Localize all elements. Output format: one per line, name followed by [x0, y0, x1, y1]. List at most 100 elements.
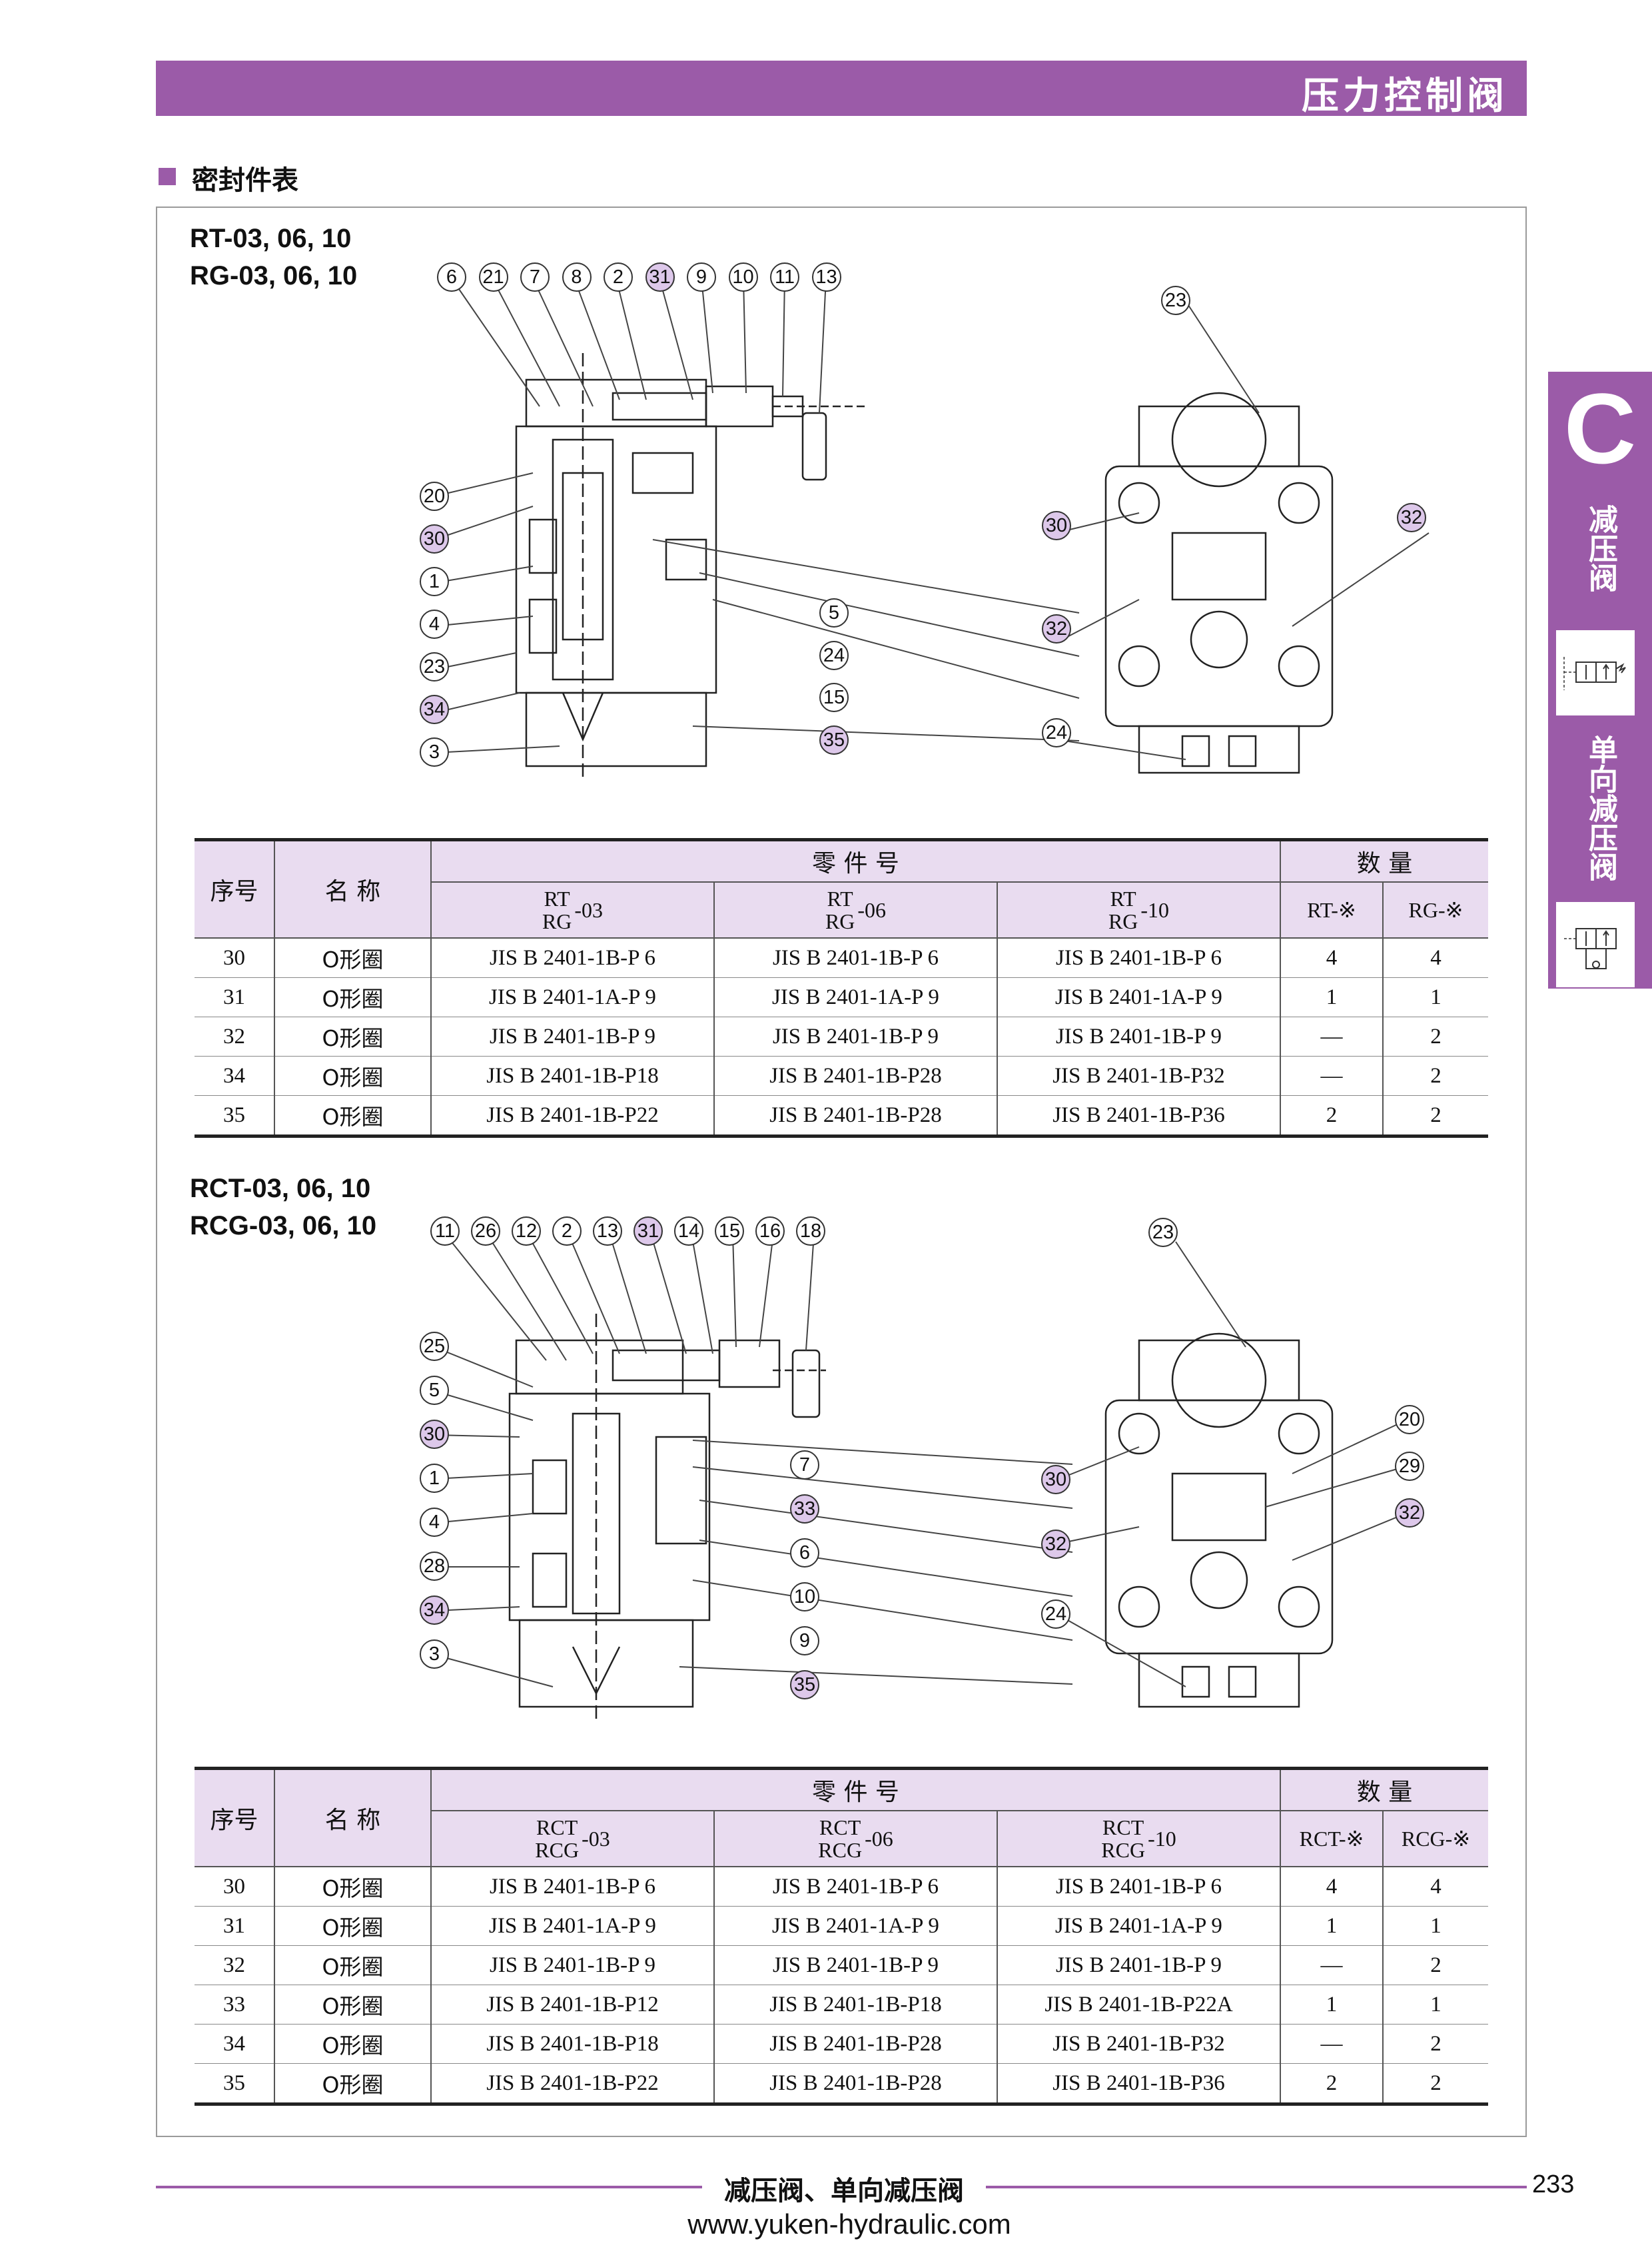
cell-p1: JIS B 2401-1B-P 9 [431, 1017, 715, 1057]
balloon-9: 9 [687, 262, 716, 292]
cell-p1: JIS B 2401-1B-P22 [431, 2063, 715, 2104]
cell-q2: 2 [1383, 1017, 1488, 1057]
cell-p1: JIS B 2401-1B-P 9 [431, 1945, 715, 1985]
cell-p2: JIS B 2401-1A-P 9 [714, 977, 998, 1017]
balloon-13: 13 [593, 1216, 622, 1246]
cell-q1: — [1280, 1945, 1384, 1985]
section-bullet-icon [159, 168, 176, 185]
cell-no: 31 [195, 977, 275, 1017]
chapter-side-tab[interactable]: C 减压阀 单向减压阀 [1548, 372, 1652, 989]
balloon-3: 3 [420, 737, 449, 767]
footer-title: 减压阀、单向减压阀 [724, 2176, 964, 2206]
cell-no: 32 [195, 1017, 275, 1057]
balloon-21: 21 [478, 262, 508, 292]
balloon-30: 30 [1041, 1465, 1070, 1494]
balloon-2: 2 [552, 1216, 582, 1246]
cell-p2: JIS B 2401-1B-P28 [714, 1095, 998, 1136]
cell-p1: JIS B 2401-1B-P18 [431, 2024, 715, 2064]
balloon-11: 11 [770, 262, 799, 292]
balloon-20: 20 [1395, 1405, 1424, 1434]
balloon-5: 5 [819, 598, 849, 628]
sectional-drawing-rt [434, 278, 1430, 779]
cell-no: 33 [195, 1985, 275, 2025]
balloon-7: 7 [790, 1450, 819, 1480]
cell-q1: — [1280, 1056, 1384, 1096]
col-header-part: 零 件 号 [431, 1768, 1281, 1811]
cell-name: O形圈 [274, 1906, 432, 1946]
balloon-33: 33 [790, 1494, 819, 1524]
cell-name: O形圈 [274, 2063, 432, 2104]
balloon-25: 25 [420, 1332, 449, 1361]
cell-p2: JIS B 2401-1B-P28 [714, 2024, 998, 2064]
balloon-35: 35 [819, 725, 849, 755]
cell-name: O形圈 [274, 1056, 432, 1096]
balloon-34: 34 [420, 1595, 449, 1625]
cell-p2: JIS B 2401-1B-P18 [714, 1985, 998, 2025]
cell-name: O形圈 [274, 2024, 432, 2064]
cell-q1: — [1280, 2024, 1384, 2064]
balloon-20: 20 [420, 482, 449, 511]
cell-p3: JIS B 2401-1B-P22A [997, 1985, 1281, 2025]
website-link[interactable]: www.yuken-hydraulic.com [687, 2208, 1011, 2240]
cell-p2: JIS B 2401-1B-P 6 [714, 938, 998, 978]
cell-p1: JIS B 2401-1A-P 9 [431, 1906, 715, 1946]
content-frame [156, 207, 1527, 2137]
cell-p1: JIS B 2401-1B-P 6 [431, 1867, 715, 1907]
balloon-30: 30 [420, 1420, 449, 1449]
cell-p3: JIS B 2401-1B-P36 [997, 2063, 1281, 2104]
cell-no: 34 [195, 2024, 275, 2064]
balloon-16: 16 [755, 1216, 785, 1246]
col-header-name: 名 称 [274, 839, 432, 939]
col-header-qty: 数 量 [1280, 839, 1488, 883]
cell-p2: JIS B 2401-1B-P28 [714, 2063, 998, 2104]
model-label-rt: RT-03, 06, 10 [190, 224, 352, 253]
cell-q1: 4 [1280, 1867, 1384, 1907]
balloon-10: 10 [728, 262, 758, 292]
balloon-28: 28 [420, 1552, 449, 1581]
balloon-30: 30 [420, 524, 449, 554]
cell-p1: JIS B 2401-1B-P12 [431, 1985, 715, 2025]
balloon-23: 23 [1161, 286, 1190, 315]
cell-q2: 2 [1383, 1056, 1488, 1096]
balloon-31: 31 [645, 262, 675, 292]
col-header-qty-1: RT-※ [1280, 882, 1384, 939]
cell-q2: 2 [1430, 2070, 1442, 2095]
balloon-9: 9 [790, 1626, 819, 1655]
cell-p2: JIS B 2401-1B-P28 [714, 1056, 998, 1096]
cell-name: O形圈 [274, 1095, 432, 1136]
balloon-4: 4 [420, 1508, 449, 1537]
cell-p3: JIS B 2401-1B-P 9 [997, 1945, 1281, 1985]
cell-name: O形圈 [274, 938, 432, 978]
model-label-rcg: RCG-03, 06, 10 [190, 1211, 377, 1240]
cell-p3: JIS B 2401-1A-P 9 [997, 1906, 1281, 1946]
balloon-29: 29 [1395, 1452, 1424, 1481]
cell-no: 30 [195, 1867, 275, 1907]
cell-no: 35 [195, 1095, 275, 1136]
balloon-8: 8 [562, 262, 592, 292]
header-title: 压力控制阀 [1302, 75, 1508, 118]
balloon-10: 10 [790, 1582, 819, 1611]
balloon-24: 24 [1042, 718, 1071, 747]
balloon-2: 2 [604, 262, 633, 292]
tab-item-check-reducing-valve[interactable]: 单向减压阀 [1583, 735, 1617, 881]
cell-p3: JIS B 2401-1B-P32 [997, 2024, 1281, 2064]
col-header-no: 序号 [195, 1768, 275, 1867]
balloon-11: 11 [430, 1216, 460, 1246]
tab-item-reducing-valve[interactable]: 减压阀 [1583, 504, 1617, 592]
balloon-32: 32 [1041, 1530, 1070, 1559]
balloon-1: 1 [420, 567, 449, 596]
cell-q1: 2 [1280, 1095, 1384, 1136]
